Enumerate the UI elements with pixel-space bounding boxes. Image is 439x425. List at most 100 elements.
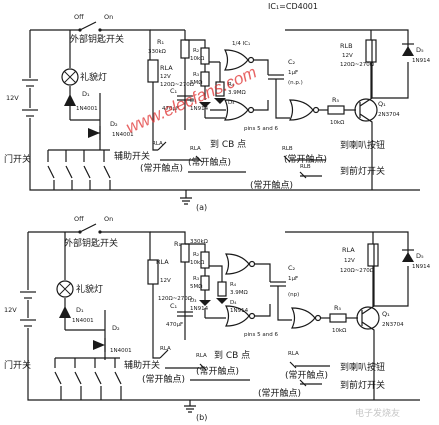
label-no-contact-a: (常开触点) [140, 162, 183, 174]
label-battery-b: 12V [4, 306, 17, 314]
corner-watermark: 电子发烧友 [355, 407, 400, 419]
label-to-horn-b: 到喇叭按钮 [340, 361, 385, 373]
label-to-cb-a: 到 CB 点 [210, 138, 246, 150]
label-q1-a: Q₁ [378, 100, 386, 108]
label-q1-part-b: 2N3704 [382, 322, 404, 328]
label-on-a: On [104, 13, 113, 21]
label-d4-b: D₄ [230, 300, 237, 306]
label-no-contact2-a: (常开触点) [188, 156, 231, 168]
rla-contact-a [157, 141, 167, 151]
nor-gate-1-a [224, 49, 249, 71]
label-d5-part-a: 1N914 [412, 58, 431, 64]
label-r3-val-a: 5MΩ [190, 80, 202, 86]
label-r4-val-b: 3.9MΩ [230, 290, 248, 296]
label-door-a: 门开关 [4, 153, 31, 165]
label-off-b: Off [74, 215, 84, 223]
relay-contacts-a [195, 155, 307, 179]
label-rla-contact-b: RLA [160, 346, 171, 352]
ground-a [180, 190, 192, 205]
label-r1-val-a: 330kΩ [148, 49, 166, 55]
label-rla-ohm-b: 120Ω~270Ω [158, 296, 192, 302]
ground-b [184, 400, 196, 413]
schematic-b [20, 223, 420, 413]
label-aux-b: 辅助开关 [124, 359, 160, 371]
resistor-r5-b [329, 313, 347, 323]
nor-gate-1-b [225, 253, 250, 275]
label-r1-val-b: 330kΩ [190, 239, 208, 245]
label-r4-b: R₄ [230, 282, 237, 288]
label-r2-val-a: 10kΩ [190, 56, 204, 62]
label-rla-contact3-b: RLA [288, 351, 299, 357]
label-d1-part-a: 1N4001 [76, 106, 98, 112]
label-no-contact4-b: (常开触点) [258, 387, 301, 399]
label-r5-val-b: 10kΩ [332, 328, 346, 334]
label-r3-b: R₃ [193, 276, 199, 282]
label-lamp-a: 礼貌灯 [80, 71, 107, 83]
label-r2-a: R₂ [193, 48, 199, 54]
battery-b [20, 291, 36, 327]
label-rlb-ohm-a: 120Ω~270Ω [340, 62, 374, 68]
watermark: www.elecfans.com [123, 63, 259, 138]
label-d3-part-a: 1N914 [190, 106, 209, 112]
label-rlb-spec-a: 12V [342, 53, 353, 59]
label-c2-b: C₂ [288, 264, 296, 272]
label-pins-a: pins 5 and 6 [244, 126, 278, 132]
label-no-contact2-b: (常开触点) [196, 365, 239, 377]
courtesy-lamp-b [56, 280, 74, 298]
nor-gate-3-b [291, 307, 316, 329]
label-c1-val-b: 470μF [166, 322, 183, 328]
door-switches-a [47, 165, 111, 179]
label-r5-val-a: 10kΩ [330, 120, 344, 126]
label-to-headlight-b: 到前灯开关 [340, 379, 385, 391]
battery-a [22, 79, 38, 117]
label-on-b: On [104, 215, 113, 223]
label-rlb-contact2-a: RLB [300, 164, 311, 170]
label-d3-b: D₃ [190, 298, 196, 304]
label-rla-contact2-a: RLA [190, 146, 201, 152]
label-lamp-b: 礼貌灯 [76, 283, 103, 295]
relay-rla-coil-a [147, 59, 159, 83]
label-rla2-spec-b: 12V [344, 258, 355, 264]
label-d2-a: D₂ [110, 120, 118, 128]
ignition-switch-b [79, 223, 97, 233]
label-no-contact4-a: (常开触点) [250, 179, 293, 191]
label-ignition-b: 外部钥匙开关 [64, 237, 118, 249]
label-off-a: Off [74, 13, 84, 21]
label-r2-val-b: 10kΩ [190, 260, 204, 266]
ignition-switch-a [79, 21, 97, 31]
label-d1-a: D₁ [82, 90, 90, 98]
label-rla2-b: RLA [342, 246, 355, 254]
diode-d4-a [214, 98, 226, 104]
label-battery-a: 12V [6, 94, 19, 102]
label-rla-contact2-b: RLA [196, 353, 207, 359]
diode-d3-b [199, 300, 211, 306]
resistor-r3-a [200, 71, 210, 87]
diode-d3-a [199, 102, 211, 108]
label-rlb-contact-a: RLB [282, 146, 293, 152]
label-d2-part-a: 1N4001 [112, 132, 134, 138]
label-gates-a: 1/4 IC₁ [232, 41, 250, 47]
nor-gate-2-b [225, 305, 250, 327]
label-r3-a: R₃ [193, 72, 199, 78]
label-c2-type-b: (np) [288, 292, 299, 298]
label-q1-part-a: 2N3704 [378, 112, 400, 118]
resistor-r2-b [200, 251, 210, 269]
label-rlb-a: RLB [340, 42, 353, 50]
resistor-r5-a [327, 105, 345, 115]
label-d1-part-b: 1N4001 [72, 318, 94, 324]
rla-contact-b [159, 349, 169, 359]
label-ignition-a: 外部钥匙开关 [70, 33, 124, 45]
label-no-contact3-a: (常开触点) [284, 153, 327, 165]
relay-rlb-coil-a [365, 39, 377, 63]
label-to-horn-a: 到喇叭按钮 [340, 139, 385, 151]
caption-b: (b) [196, 413, 207, 422]
label-rla-a: RLA [160, 64, 173, 72]
resistor-r2-a [200, 47, 210, 65]
label-c1-a: C₁ [170, 87, 178, 95]
label-r5-a: R₅ [332, 96, 340, 104]
nor-gate-2-a [224, 99, 249, 121]
label-r3-val-b: 5MΩ [190, 284, 202, 290]
label-rla-contact-a: RLA [152, 141, 163, 147]
resistor-r1-a [180, 39, 190, 59]
